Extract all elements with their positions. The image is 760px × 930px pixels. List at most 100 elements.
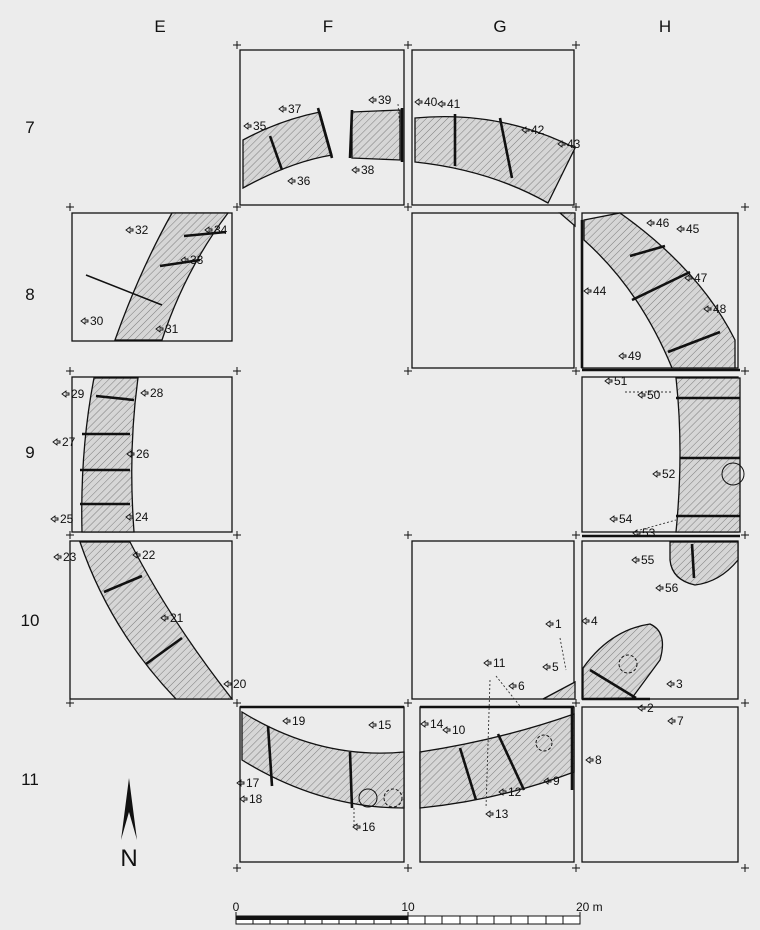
photo-direction-icon <box>703 305 712 313</box>
photo-direction-icon <box>655 584 664 592</box>
photo-direction-icon <box>414 98 423 106</box>
photo-point-54: 54 <box>619 512 633 526</box>
photo-direction-icon <box>609 515 618 523</box>
photo-point-48: 48 <box>713 302 727 316</box>
photo-point-5: 5 <box>552 660 559 674</box>
photo-direction-icon <box>545 620 554 628</box>
photo-direction-icon <box>485 810 494 818</box>
photo-point-27: 27 <box>62 435 76 449</box>
trench-e9 <box>81 377 139 533</box>
photo-direction-icon <box>542 663 551 671</box>
north-label: N <box>120 845 137 872</box>
photo-direction-icon <box>278 105 287 113</box>
photo-direction-icon <box>442 726 451 734</box>
photo-point-55: 55 <box>641 553 655 567</box>
photo-point-30: 30 <box>90 314 104 328</box>
photo-point-11: 11 <box>493 656 506 670</box>
photo-direction-icon <box>581 617 590 625</box>
column-labels: E F G H <box>154 17 671 36</box>
photo-direction-icon <box>508 682 517 690</box>
row-label-7: 7 <box>25 118 34 137</box>
photo-point-1: 1 <box>555 617 562 631</box>
photo-points: 1 2 3 4 5 6 7 8 9 10 11 12 13 14 15 16 1… <box>50 93 727 834</box>
photo-point-14: 14 <box>430 717 444 731</box>
row-label-8: 8 <box>25 285 34 304</box>
section-line <box>458 747 478 801</box>
square-g10 <box>411 540 575 700</box>
photo-point-20: 20 <box>233 677 247 691</box>
photo-point-17: 17 <box>246 776 260 790</box>
square-h10 <box>581 540 739 700</box>
photo-point-7: 7 <box>677 714 684 728</box>
section-line <box>266 725 274 787</box>
photo-point-6: 6 <box>518 679 525 693</box>
north-arrow: N <box>120 778 138 872</box>
section-line <box>316 107 334 159</box>
photo-point-31: 31 <box>165 322 179 336</box>
photo-point-2: 2 <box>647 701 654 715</box>
leader-line <box>495 675 521 707</box>
photo-point-40: 40 <box>424 95 438 109</box>
trench-e10 <box>79 541 234 700</box>
photo-direction-icon <box>125 513 134 521</box>
photo-direction-icon <box>437 100 446 108</box>
photo-point-42: 42 <box>531 123 545 137</box>
trench-h8 <box>583 212 736 369</box>
photo-direction-icon <box>132 551 141 559</box>
square-g7 <box>411 49 575 206</box>
scale-label-20: 20 m <box>576 900 603 914</box>
photo-point-24: 24 <box>135 510 149 524</box>
photo-direction-icon <box>521 126 530 134</box>
photo-point-52: 52 <box>662 467 676 481</box>
row-label-10: 10 <box>21 611 40 630</box>
photo-point-51: 51 <box>614 374 628 388</box>
trench-g11 <box>419 713 575 809</box>
square-h11 <box>581 706 739 863</box>
photo-point-9: 9 <box>553 774 560 788</box>
photo-point-19: 19 <box>292 714 306 728</box>
column-label-h: H <box>659 17 671 36</box>
photo-point-34: 34 <box>214 223 228 237</box>
section-lines <box>80 107 740 809</box>
scale-label-10: 10 <box>401 900 415 914</box>
grid-corner-crosses <box>66 41 749 872</box>
column-label-f: F <box>323 17 333 36</box>
photo-point-4: 4 <box>591 614 598 628</box>
photo-direction-icon <box>160 614 169 622</box>
photo-direction-icon <box>243 122 252 130</box>
column-label-e: E <box>154 17 165 36</box>
trench-f7-east <box>351 109 401 161</box>
photo-point-8: 8 <box>595 753 602 767</box>
photo-point-36: 36 <box>297 174 311 188</box>
scale-bar-ticks <box>235 912 581 924</box>
photo-point-35: 35 <box>253 119 267 133</box>
photo-point-47: 47 <box>694 271 708 285</box>
scale-label-0: 0 <box>233 900 240 914</box>
photo-direction-icon <box>583 287 592 295</box>
photo-point-23: 23 <box>63 550 77 564</box>
photo-point-21: 21 <box>170 611 184 625</box>
trench-h10-lobe-west <box>582 623 664 700</box>
photo-direction-icon <box>684 274 693 282</box>
photo-point-41: 41 <box>447 97 461 111</box>
trench-h10-lobe <box>669 541 739 586</box>
photo-point-46: 46 <box>656 216 670 230</box>
trench-g7 <box>414 115 576 204</box>
row-label-11: 11 <box>21 770 39 789</box>
square-f7 <box>239 49 405 206</box>
section-line <box>268 135 284 171</box>
photo-direction-icon <box>351 166 360 174</box>
pits <box>358 462 745 808</box>
pit-h10 <box>618 654 638 674</box>
photo-direction-icon <box>420 720 429 728</box>
photo-direction-icon <box>498 788 507 796</box>
photo-direction-icon <box>180 256 189 264</box>
photo-direction-icon <box>637 704 646 712</box>
photo-direction-icon <box>604 377 613 385</box>
leader-line <box>485 679 491 809</box>
photo-point-43: 43 <box>567 137 581 151</box>
photo-point-32: 32 <box>135 223 149 237</box>
photo-direction-icon <box>368 96 377 104</box>
photo-direction-icon <box>667 717 676 725</box>
photo-direction-icon <box>676 225 685 233</box>
